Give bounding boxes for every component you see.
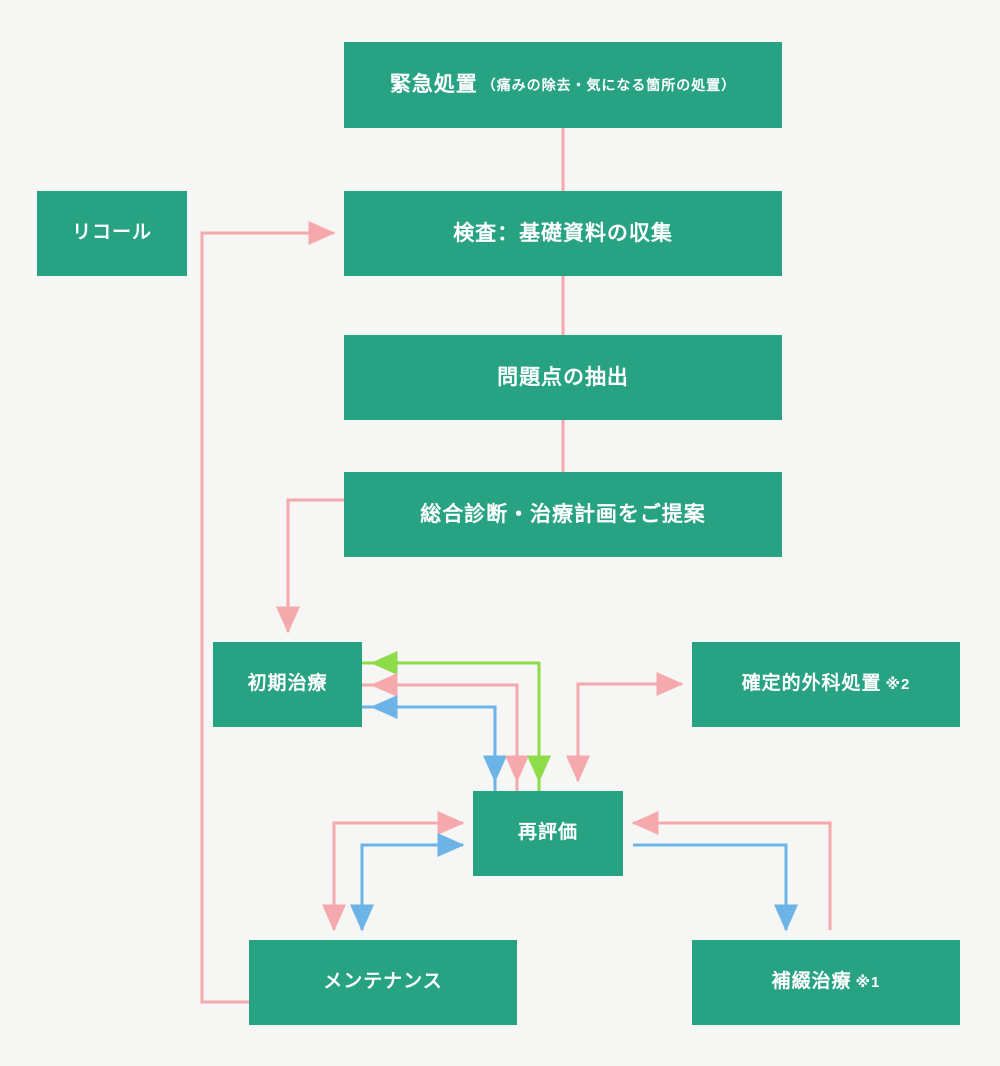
node-reevaluation-label: 再評価 (518, 822, 578, 844)
edge-initial-treatment-to-reevaluation-blue (362, 705, 507, 783)
edge-initial-treatment-to-reevaluation-green (362, 661, 551, 783)
node-surgery-label: 確定的外科処置 (741, 673, 882, 695)
edge-recall-loop-maintenance-to-examination (200, 221, 336, 1004)
node-prosthetics[interactable]: 補綴治療※1 (692, 940, 960, 1025)
edge-maintenance-to-reevaluation-blue (360, 833, 465, 930)
node-problems-label: 問題点の抽出 (497, 365, 629, 389)
node-problems[interactable]: 問題点の抽出 (344, 335, 782, 420)
edge-maintenance-to-reevaluation-pink (332, 811, 465, 930)
node-examination[interactable]: 検査：基礎資料の収集 (344, 191, 782, 276)
edge-reevaluation-to-initial-treatment-blue (370, 695, 497, 791)
node-prosthetics-label: 補綴治療 (771, 971, 852, 993)
node-recall[interactable]: リコール (37, 191, 187, 276)
node-initial-treatment[interactable]: 初期治療 (213, 642, 362, 727)
edge-reevaluation-to-prosthetics-blue (633, 843, 798, 932)
node-diagnosis-label: 総合診断・治療計画をご提案 (420, 502, 706, 526)
node-surgery-sublabel: ※2 (885, 675, 911, 693)
node-maintenance[interactable]: メンテナンス (249, 940, 517, 1025)
edge-diagnosis-to-initial-treatment (276, 498, 344, 634)
edge-initial-treatment-to-reevaluation-pink (362, 683, 529, 783)
edge-reevaluation-to-surgery (576, 672, 684, 781)
node-emergency[interactable]: 緊急処置（痛みの除去・気になる箇所の処置） (344, 42, 782, 128)
node-surgery[interactable]: 確定的外科処置※2 (692, 642, 960, 727)
node-emergency-label: 緊急処置 (389, 73, 478, 97)
node-emergency-sublabel: （痛みの除去・気になる箇所の処置） (481, 76, 737, 93)
edge-prosthetics-to-reevaluation-pink (631, 811, 832, 930)
node-initial-treatment-label: 初期治療 (247, 673, 328, 695)
node-diagnosis[interactable]: 総合診断・治療計画をご提案 (344, 472, 782, 557)
node-recall-label: リコール (72, 222, 152, 244)
node-prosthetics-sublabel: ※1 (855, 973, 881, 991)
node-examination-label: 検査：基礎資料の収集 (453, 221, 673, 245)
node-maintenance-label: メンテナンス (323, 971, 443, 993)
node-reevaluation[interactable]: 再評価 (473, 791, 623, 876)
edge-reevaluation-to-initial-treatment-green (370, 651, 541, 791)
